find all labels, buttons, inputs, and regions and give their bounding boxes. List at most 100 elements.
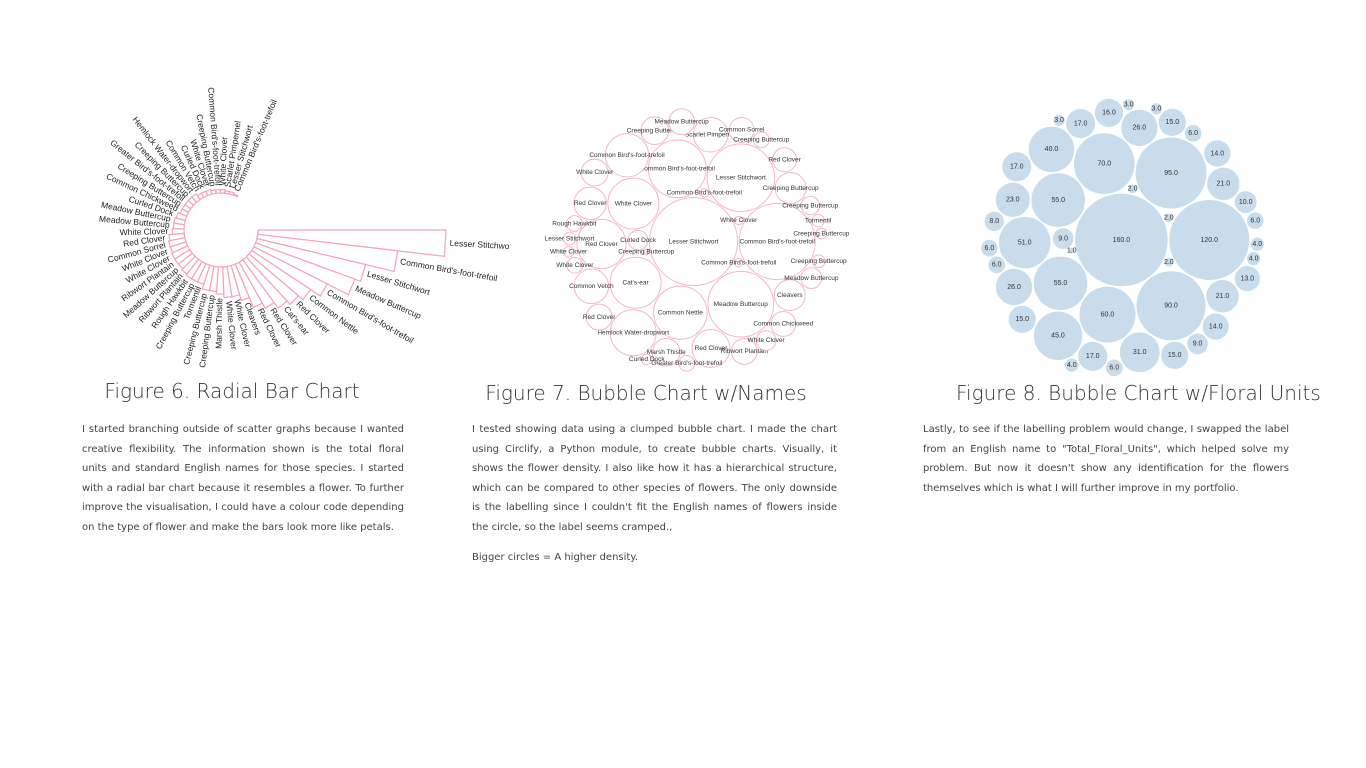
bubble — [774, 172, 807, 205]
bubble — [609, 256, 662, 309]
bubble-label: Common Bird's-foot-trefoil — [701, 259, 777, 266]
radial-bar — [205, 188, 213, 197]
bubble — [1094, 98, 1124, 127]
figure-6-caption: Figure 6. Radial Bar Chart — [104, 379, 360, 403]
bubble — [1234, 191, 1257, 214]
bubble-label: 4.0 — [1252, 241, 1262, 248]
bubble — [1204, 140, 1231, 167]
bubble-label: 95.0 — [1164, 170, 1178, 177]
bubble-label: 21.0 — [1216, 181, 1230, 188]
bubble — [998, 216, 1051, 269]
radial-bar — [180, 255, 200, 275]
bubble — [981, 239, 998, 257]
bubble-label: 2.0 — [1164, 259, 1174, 266]
bubble-label: 2.0 — [1128, 186, 1138, 193]
bubble-label: Lesser Stitchwort — [545, 235, 595, 242]
bubble-label: Creeping Buttercup — [791, 258, 847, 265]
bubble — [1122, 99, 1135, 111]
bubble — [1184, 125, 1202, 142]
bubble-label: Greater Bird's-foot-trefoil — [651, 360, 723, 367]
bubble-label: 26.0 — [1007, 284, 1021, 291]
bubble — [1150, 103, 1163, 115]
bubble — [1008, 305, 1036, 333]
figure-8-text: Lastly, to see if the labelling problem … — [923, 424, 1289, 494]
bubble — [1068, 247, 1075, 254]
bubble-label: Marsh Thistle — [647, 349, 686, 356]
bubble-label: Ribwort Plantain — [721, 348, 769, 355]
bubble-label: Meadow Buttercup — [714, 301, 769, 308]
bubble-label: 70.0 — [1097, 160, 1111, 167]
bubble-label: 4.0 — [1249, 256, 1259, 263]
bubble — [640, 353, 653, 366]
bubble-label: Creeping Buttercup — [627, 127, 683, 134]
bubble — [800, 267, 823, 290]
bubble — [772, 147, 798, 173]
bubble-label: Creeping Buttercup — [782, 202, 838, 209]
figure-8-caption: Figure 8. Bubble Chart w/Floral Units — [956, 381, 1321, 405]
bubble — [566, 256, 584, 274]
bubble — [1031, 173, 1086, 227]
bubble-label: Lesser Stitchwort — [669, 238, 719, 245]
bubble-label: 10.0 — [1239, 199, 1253, 206]
bubble-label: 14.0 — [1211, 150, 1225, 157]
bubble — [576, 219, 627, 270]
radial-bar — [191, 192, 201, 204]
bubble — [1033, 311, 1083, 360]
bubble-label: Common Bird's-foot-trefoil — [589, 152, 665, 159]
bubble-label: White Clover — [615, 200, 653, 207]
bubble-label: Curled Dock — [629, 356, 666, 363]
bubble-label: Red Clover — [574, 200, 607, 207]
bubble — [1073, 133, 1135, 194]
bubble — [562, 245, 575, 258]
bubble — [653, 285, 708, 340]
bubble — [1164, 213, 1174, 223]
bubble-label: 17.0 — [1074, 120, 1088, 127]
figure-6-text: I started branching outside of scatter g… — [82, 424, 404, 533]
bubble-label: 13.0 — [1241, 275, 1255, 282]
bubble-label: 51.0 — [1018, 239, 1032, 246]
bubble-label: 6.0 — [992, 262, 1002, 269]
bubble-label: 14.0 — [1209, 323, 1223, 330]
bubble-label: White Clover — [576, 169, 614, 176]
bubble — [1128, 184, 1138, 194]
bubble-label: 23.0 — [1006, 197, 1020, 204]
bubble-label: 9.0 — [1058, 235, 1068, 242]
bubble — [1246, 212, 1264, 229]
radial-bar — [242, 256, 288, 310]
bubble-label: 3.0 — [1054, 117, 1064, 124]
radial-bar — [173, 216, 186, 226]
bubble-label: Meadow Buttercup — [784, 275, 839, 282]
figure-7-text: I tested showing data using a clumped bu… — [472, 424, 837, 533]
bubble-label: 15.0 — [1168, 352, 1182, 359]
bubble-label: 160.0 — [1113, 237, 1131, 244]
radial-bar — [257, 229, 447, 258]
bubble — [1164, 257, 1174, 267]
bubble-label: 6.0 — [1188, 130, 1198, 137]
bubble — [609, 309, 657, 357]
radial-bar — [222, 265, 233, 299]
bubble-label: White Clover — [556, 262, 594, 269]
bubble — [707, 270, 775, 338]
radial-bar — [230, 263, 251, 302]
radial-bar — [219, 188, 226, 194]
bubble — [604, 133, 650, 178]
bubble-label: 45.0 — [1051, 333, 1065, 340]
radial-bar-label: Marsh Thistle — [214, 298, 225, 349]
bubble-label: Common Sorrel — [719, 127, 765, 134]
bubble — [607, 177, 660, 230]
bubble-label: 3.0 — [1151, 106, 1161, 113]
bubble-label: Rough Hawkbit — [552, 220, 596, 227]
bubble — [1066, 109, 1096, 139]
bubble — [815, 227, 828, 240]
bubble — [1078, 341, 1108, 371]
bubble-label: Lesser Stitchwort — [716, 175, 766, 182]
bubble-label: Red Clover — [583, 314, 616, 321]
bubble — [647, 139, 707, 199]
bubble — [1028, 126, 1075, 173]
bubble — [770, 310, 797, 337]
bubble — [573, 186, 607, 221]
bubble-label: 120.0 — [1200, 237, 1218, 244]
